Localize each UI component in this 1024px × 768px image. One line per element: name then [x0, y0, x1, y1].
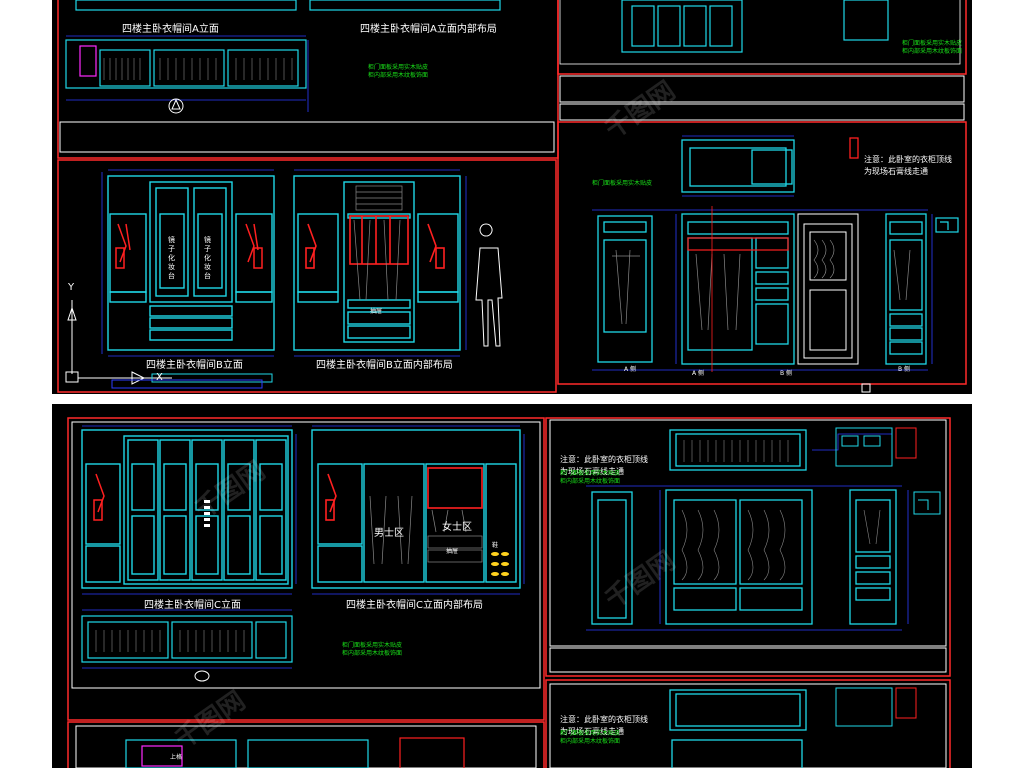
zone-shoe-label: 鞋 [492, 542, 499, 549]
cad-drawing-bottom [67, 417, 951, 768]
note-ceiling-line-1: 注意：此卧室的衣柜顶线 为现场石膏线走通 [864, 155, 952, 176]
drawing-sheet-bottom: 四楼主卧衣帽间C立面 四楼主卧衣帽间C立面内部布局 女士区 男士区 抽屉 鞋 上… [52, 404, 972, 768]
zone-drawer-label: 抽屉 [370, 308, 383, 315]
drawing-sheet-top: 四楼主卧衣帽间A立面 四楼主卧衣帽间A立面内部布局 四楼主卧衣帽间B立面 四楼主… [52, 0, 972, 394]
mark-b-side: B 侧 [780, 370, 793, 377]
frame-b [57, 159, 557, 393]
note-ceiling-line-2: 注意：此卧室的衣柜顶线 为现场石膏线走通 [560, 455, 648, 476]
mark-b-side-2: B 侧 [898, 366, 911, 373]
zone-top-shelf-label: 上格 [170, 754, 183, 761]
green-note-3: 柜门面板采用实木贴皮 [592, 180, 653, 187]
green-note-6: 柜门面板采用实木贴皮 柜内部采用木纹板饰面 [560, 730, 621, 745]
caption-a-inner-layout: 四楼主卧衣帽间A立面内部布局 [360, 24, 497, 35]
zone-men-label: 男士区 [374, 528, 404, 539]
cad-drawing-top [57, 0, 967, 393]
caption-c-elevation: 四楼主卧衣帽间C立面 [144, 600, 241, 611]
frame-right [557, 121, 967, 385]
zone-drawer-label-c: 抽屉 [446, 548, 459, 555]
axis-x-label: X [156, 372, 163, 383]
zone-women-label: 女士区 [442, 522, 472, 533]
frame-a [57, 0, 559, 159]
axis-y-label: Y [68, 282, 75, 293]
green-note-4: 柜门面板采用实木贴皮 柜内部采用木纹板饰面 [342, 642, 403, 657]
caption-c-inner-layout: 四楼主卧衣帽间C立面内部布局 [346, 600, 483, 611]
frame-top-right [557, 0, 967, 75]
vertical-label-right: 镜子化妆台 [204, 236, 211, 280]
green-note-2: 柜门面板采用实木贴皮 柜内部采用木纹板饰面 [902, 40, 963, 55]
green-note-1: 柜门面板采用实木贴皮 柜内部采用木纹板饰面 [368, 64, 429, 79]
human-figure [475, 223, 503, 347]
vertical-label-left: 镜子化妆台 [168, 236, 175, 280]
mark-a-side-2: A 侧 [692, 370, 705, 377]
note-ceiling-line-3: 注意：此卧室的衣柜顶线 为现场石膏线走通 [560, 715, 648, 736]
caption-b-inner-layout: 四楼主卧衣帽间B立面内部布局 [316, 360, 453, 371]
mark-a-side: A 侧 [624, 366, 637, 373]
green-note-5: 柜门面板采用实木贴皮 柜内部采用木纹板饰面 [560, 470, 621, 485]
caption-a-elevation: 四楼主卧衣帽间A立面 [122, 24, 219, 35]
caption-b-elevation: 四楼主卧衣帽间B立面 [146, 360, 243, 371]
